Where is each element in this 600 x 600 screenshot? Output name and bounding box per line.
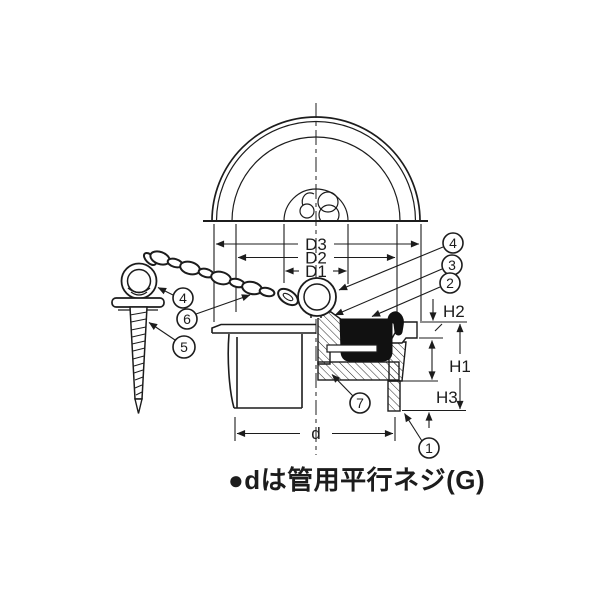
eye-screw-collar bbox=[111, 297, 165, 308]
callout-2-label: 2 bbox=[446, 275, 454, 291]
eye-screw-tip bbox=[134, 398, 143, 414]
dim-label-d: d bbox=[311, 424, 320, 443]
note-text: ●dは管用平行ネジ(G) bbox=[228, 465, 485, 495]
callout-3: 3 bbox=[441, 254, 463, 276]
callout-balloons: 4 3 2 1 7 4 6 5 bbox=[172, 232, 464, 459]
section-view bbox=[211, 277, 418, 412]
plug-ring-inner bbox=[303, 283, 331, 311]
callout-5-label: 5 bbox=[180, 339, 188, 355]
dim-label-d2: D2 bbox=[305, 249, 327, 268]
callout-1: 1 bbox=[418, 437, 440, 459]
height-dimensions bbox=[396, 299, 467, 428]
plan-view-dome bbox=[203, 116, 428, 222]
callout-5: 5 bbox=[172, 335, 196, 359]
callout-4-left: 4 bbox=[172, 287, 194, 309]
body-section-hatched bbox=[317, 311, 418, 412]
body-external-left bbox=[227, 333, 303, 409]
dome-outer-arc bbox=[211, 116, 421, 222]
dim-label-d1: D1 bbox=[305, 262, 327, 281]
chain-last-link bbox=[277, 287, 299, 307]
dome-rim-arc bbox=[215, 120, 417, 222]
callout-4-right-label: 4 bbox=[449, 235, 457, 251]
dome-inner-arc bbox=[231, 136, 401, 222]
callout-leaders bbox=[148, 246, 444, 442]
plug-lid bbox=[211, 323, 316, 334]
dim-label-h2: H2 bbox=[443, 302, 465, 321]
dim-label-d3: D3 bbox=[305, 235, 327, 254]
callout-2: 2 bbox=[439, 272, 461, 294]
recess-detail-circles bbox=[299, 191, 340, 220]
eye-screw-ring-inner bbox=[126, 268, 152, 294]
callout-4-left-label: 4 bbox=[179, 290, 187, 306]
dim-label-h3: H3 bbox=[436, 388, 458, 407]
thread-diameter-dimension bbox=[234, 417, 396, 441]
eye-screw bbox=[111, 262, 165, 414]
callout-7-label: 7 bbox=[356, 395, 364, 411]
callout-3-label: 3 bbox=[448, 257, 456, 273]
crossbar-slot bbox=[326, 344, 378, 353]
callout-6-label: 6 bbox=[183, 311, 191, 327]
callout-1-label: 1 bbox=[425, 440, 433, 456]
diameter-dimensions bbox=[213, 224, 422, 322]
dome-center-recess bbox=[283, 188, 349, 222]
dim-label-h1: H1 bbox=[449, 357, 471, 376]
callout-6: 6 bbox=[176, 308, 198, 330]
callout-7: 7 bbox=[349, 392, 371, 414]
eye-screw-threads bbox=[129, 311, 148, 396]
chain bbox=[142, 250, 299, 307]
callout-4-right: 4 bbox=[442, 232, 464, 254]
threaded-tail-wall bbox=[387, 380, 401, 412]
